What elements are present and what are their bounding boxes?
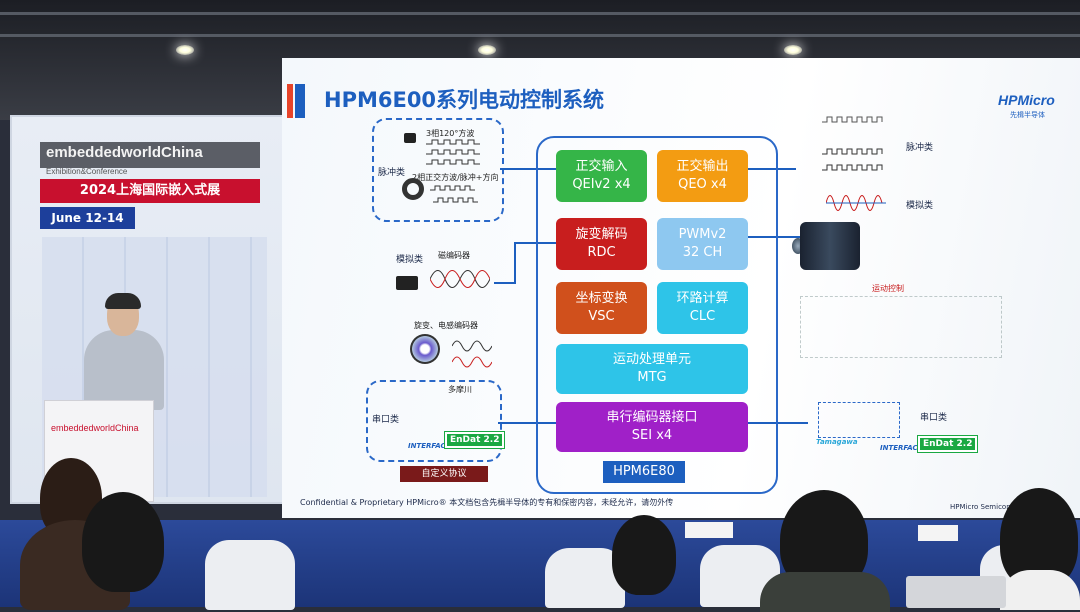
endat-logo-left: EnDat 2.2 [443, 431, 506, 449]
right-serial-label: 串口类 [920, 413, 948, 423]
ceiling-lamp [176, 45, 194, 55]
chair [205, 540, 295, 610]
left-analog-label: 模拟类 [396, 255, 424, 265]
tamagawa-label: 多摩川 [448, 385, 472, 394]
block-mtg-en: MTG [637, 370, 667, 385]
pulse-input-group [372, 118, 504, 222]
connector-sei [498, 422, 556, 424]
pwm-sine-wave [826, 195, 886, 211]
ceiling-lamp [478, 45, 496, 55]
interface-logo-left: INTERFACE [408, 442, 451, 450]
ceiling-lamp [784, 45, 802, 55]
tamagawa-logo: Tamagawa [816, 438, 858, 446]
block-pwm-en: 32 CH [682, 245, 723, 260]
podium-logo: embeddedworldChina [51, 423, 139, 433]
block-mtg: 运动处理单元 MTG [556, 344, 748, 394]
connector-pwm [748, 236, 800, 238]
expo-logo: embeddedworldChina [40, 142, 260, 168]
block-sei-cn: 串行编码器接口 [606, 410, 698, 425]
sine-waves [430, 270, 490, 288]
title-accent-blue [295, 84, 305, 118]
encoder-chip-icon [404, 133, 416, 143]
audience-table [0, 520, 1080, 607]
interface-logo-right: INTERFACE [880, 444, 923, 452]
block-sei: 串行编码器接口 SEI x4 [556, 402, 748, 452]
expo-title: 2024上海国际嵌入式展 [40, 179, 260, 203]
block-clc-en: CLC [689, 309, 716, 324]
audience-person [760, 572, 890, 612]
block-rdc: 旋变解码 RDC [556, 218, 647, 270]
right-analog-label: 模拟类 [906, 201, 934, 211]
title-accent-red [287, 84, 293, 118]
two-phase-label: 2相正交方波/脉冲+方向 [412, 173, 499, 182]
left-serial-label: 串口类 [372, 415, 400, 425]
laptop [906, 576, 1006, 608]
mag-encoder-label: 磁编码器 [438, 251, 470, 260]
motion-control-diagram [800, 296, 1002, 358]
block-vsc-cn: 坐标变换 [575, 291, 628, 306]
block-pwm-cn: PWMv2 [678, 227, 727, 242]
chip-name-label: HPM6E80 [603, 461, 685, 483]
slide-title: HPM6E00系列电动控制系统 [324, 88, 605, 112]
hpmicro-logo-subtitle: 先楫半导体 [1010, 111, 1045, 119]
connector-sei-out [748, 422, 808, 424]
block-clc: 环路计算 CLC [657, 282, 748, 334]
table-name-tent [685, 522, 733, 538]
serial-input-group [366, 380, 502, 462]
quadrature-waves [430, 185, 478, 203]
block-clc-cn: 环路计算 [676, 291, 729, 306]
speaker-hair [105, 293, 141, 309]
slide-footer-right: HPMicro Semicon [950, 503, 1011, 511]
audience-person [1000, 570, 1080, 610]
left-pulse-label: 脉冲类 [378, 168, 406, 178]
table-name-tent [918, 525, 958, 541]
left-square-waves [426, 139, 480, 165]
connector-rdc-vertical [514, 242, 516, 282]
ceiling-truss [0, 34, 1080, 37]
encoder-disk-icon [402, 178, 424, 200]
block-qei-en: QEIv2 x4 [572, 177, 631, 192]
audience-head [82, 492, 164, 592]
chip-frame [536, 136, 778, 494]
block-qei-cn: 正交输入 [575, 159, 628, 174]
audience-head [612, 515, 676, 595]
connector-qeo [748, 168, 796, 170]
block-vsc-en: VSC [588, 309, 615, 324]
analog-chip-icon [396, 276, 418, 290]
endat-logo-right: EnDat 2.2 [916, 435, 979, 453]
connector-rdc [514, 242, 556, 244]
slide-footer: Confidential & Proprietary HPMicro® 本文档包… [300, 498, 674, 507]
ceiling-truss [0, 12, 1080, 15]
block-mtg-cn: 运动处理单元 [612, 352, 691, 367]
block-rdc-en: RDC [587, 245, 616, 260]
speaker-body [84, 330, 164, 410]
right-pulse-label: 脉冲类 [906, 143, 934, 153]
expo-logo-subtitle: Exhibition&Conference [46, 167, 128, 176]
right-square-waves [822, 116, 883, 171]
custom-protocol-label: 自定义协议 [400, 466, 488, 482]
hpmicro-logo: HPMicro [998, 92, 1055, 108]
block-qeo-cn: 正交输出 [676, 159, 729, 174]
chair [545, 548, 625, 608]
resolver-icon [410, 334, 440, 364]
block-vsc: 坐标变换 VSC [556, 282, 647, 334]
motion-control-label: 运动控制 [872, 284, 904, 293]
serial-output-diagram [818, 402, 900, 438]
block-qei: 正交输入 QEIv2 x4 [556, 150, 647, 202]
three-phase-label: 3相120°方波 [426, 129, 475, 138]
resolver-waves [452, 340, 492, 368]
connector-analog [494, 282, 516, 284]
block-qeo: 正交输出 QEO x4 [657, 150, 748, 202]
block-rdc-cn: 旋变解码 [575, 227, 628, 242]
block-sei-en: SEI x4 [631, 428, 673, 443]
resolver-label: 旋变、电感编码器 [414, 321, 478, 330]
connector-qei [500, 168, 556, 170]
servo-motor-icon [800, 222, 860, 270]
block-pwm: PWMv2 32 CH [657, 218, 748, 270]
expo-date: June 12-14 [40, 207, 135, 229]
block-qeo-en: QEO x4 [678, 177, 727, 192]
